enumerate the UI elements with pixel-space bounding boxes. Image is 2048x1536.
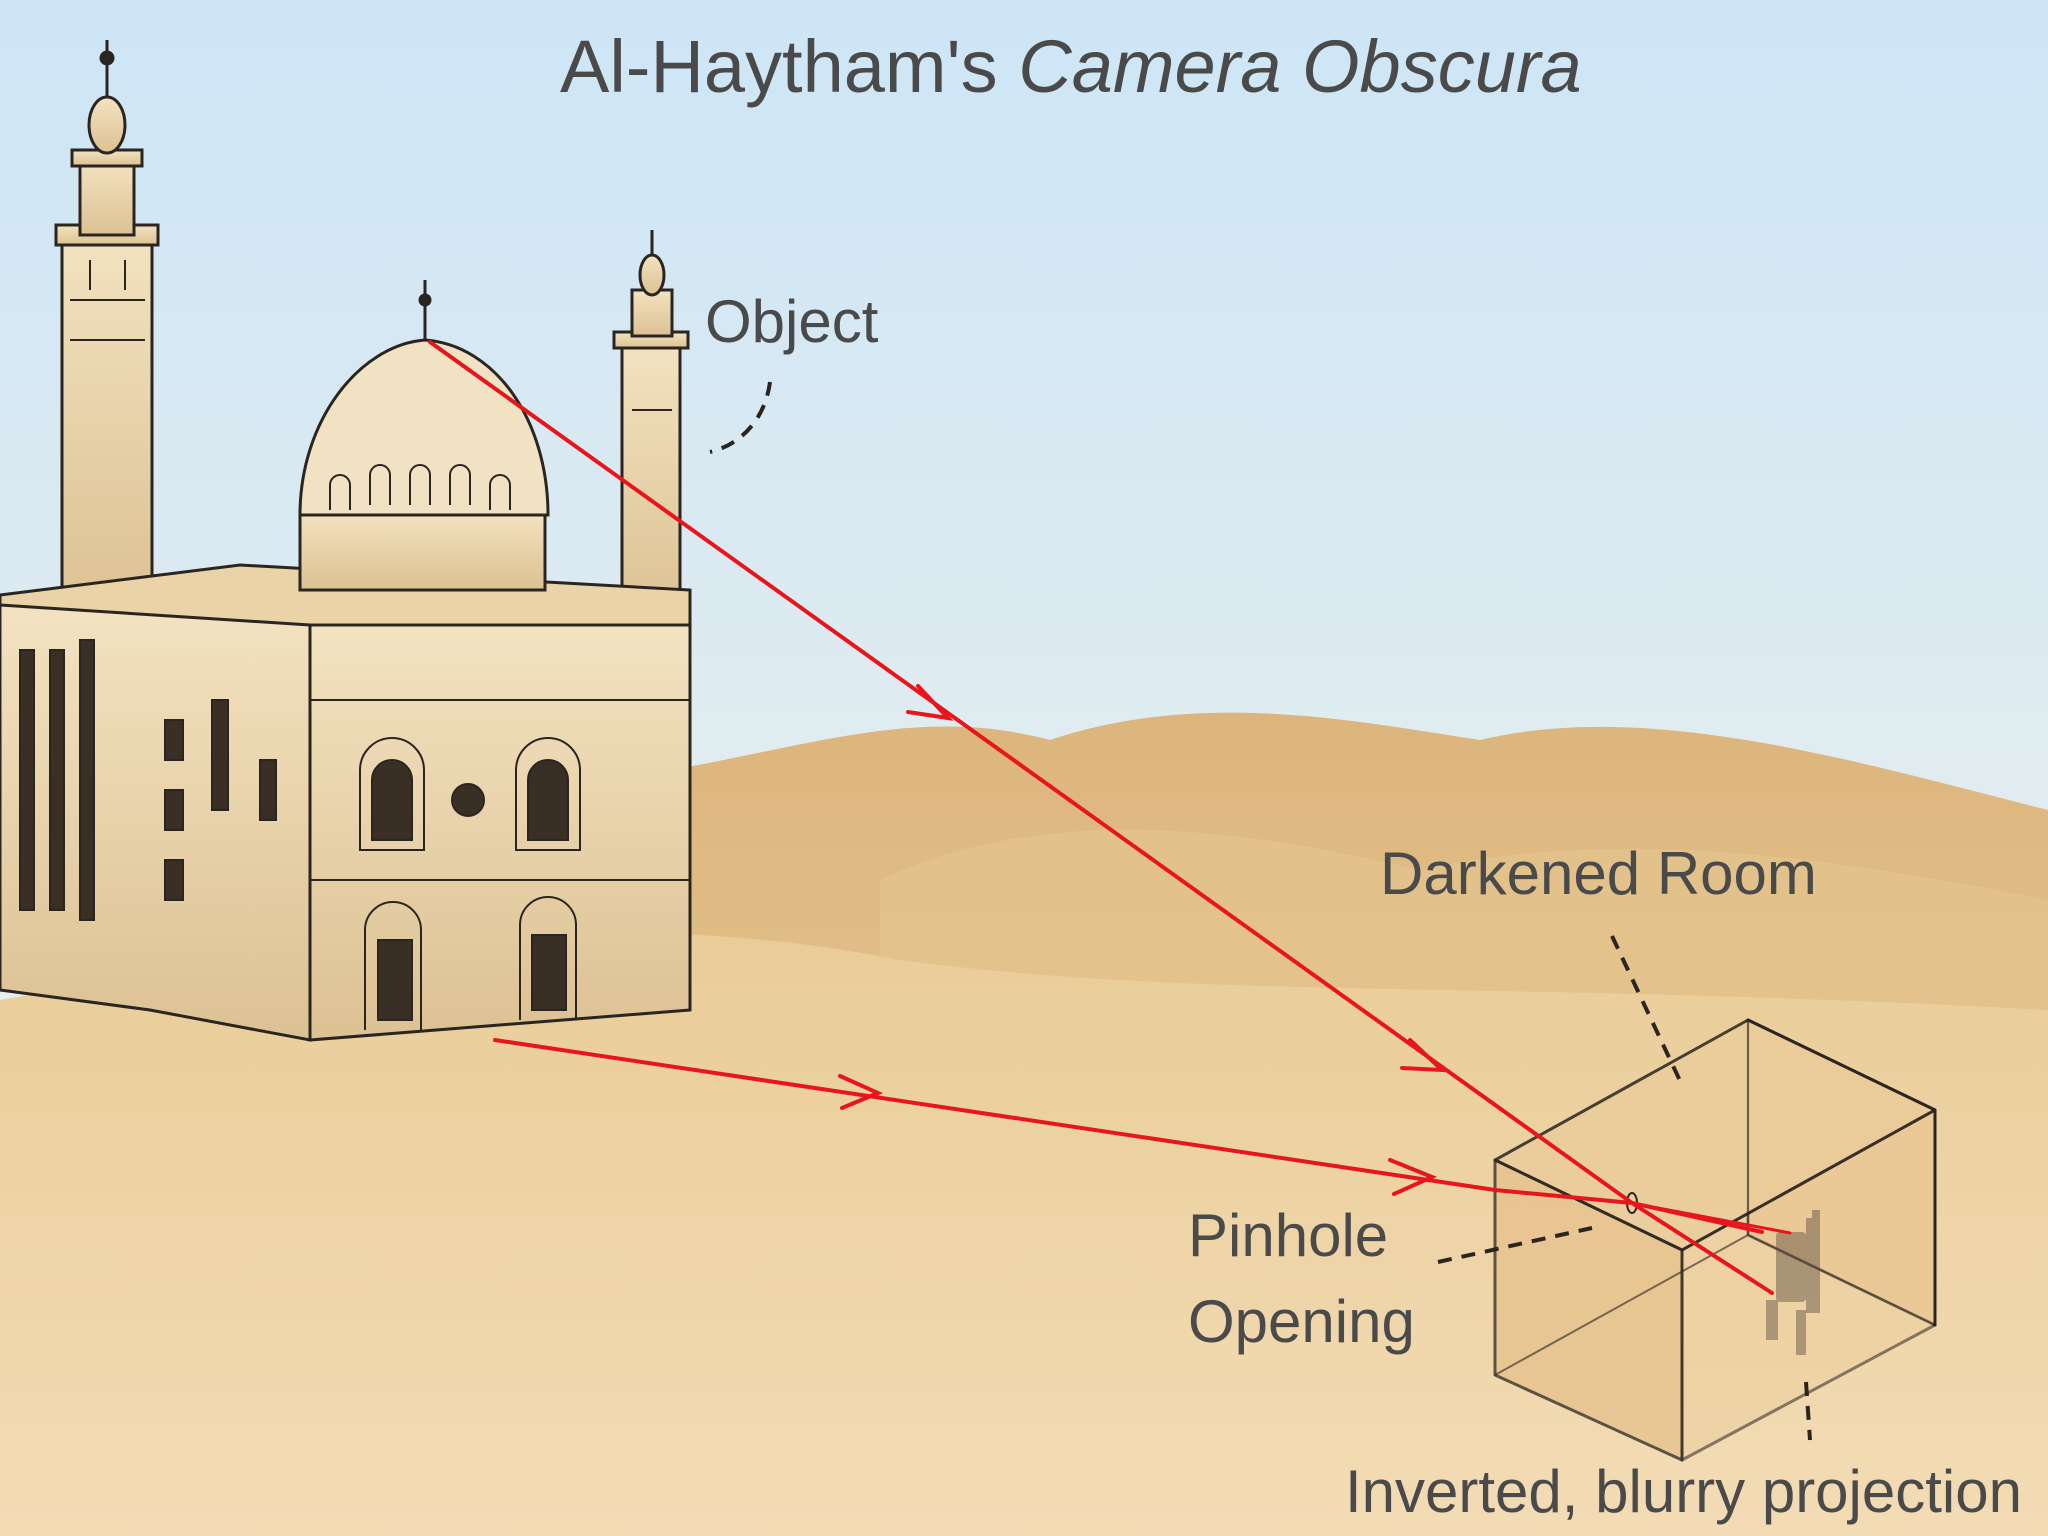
dome-drum <box>298 508 547 592</box>
callout-lines <box>709 381 1812 1441</box>
title-main: Al-Haytham's <box>560 25 1018 108</box>
building-right-facade <box>308 618 692 1042</box>
diagram-title: Al-Haytham's Camera Obscura <box>560 25 1582 108</box>
label-projection: Inverted, blurry projection <box>1345 1458 2022 1525</box>
darkened-room-box <box>1493 1018 1937 1462</box>
object-leader-line <box>709 381 772 454</box>
title-italic: Camera Obscura <box>1018 25 1581 108</box>
mosque-illustration <box>0 40 692 1042</box>
pinhole-leader-line <box>1437 1226 1593 1264</box>
arrowhead-2 <box>1400 1038 1448 1073</box>
ray-inside <box>1630 1201 1792 1235</box>
arrowhead-1 <box>906 684 954 721</box>
room-leader-line <box>1610 935 1684 1086</box>
arrowhead-4 <box>1388 1158 1438 1196</box>
ray-bottom <box>493 1038 1764 1234</box>
inverted-projection-image <box>1766 1210 1820 1355</box>
label-pinhole-line2: Opening <box>1188 1288 1415 1355</box>
label-pinhole-line1: Pinhole <box>1188 1202 1388 1269</box>
label-darkened-room: Darkened Room <box>1380 840 1817 907</box>
building-roof <box>0 563 692 627</box>
left-minaret <box>54 40 160 612</box>
label-object: Object <box>705 288 879 355</box>
light-rays <box>428 340 1792 1295</box>
projection-leader-line <box>1804 1381 1812 1441</box>
arrowhead-3 <box>838 1074 884 1110</box>
